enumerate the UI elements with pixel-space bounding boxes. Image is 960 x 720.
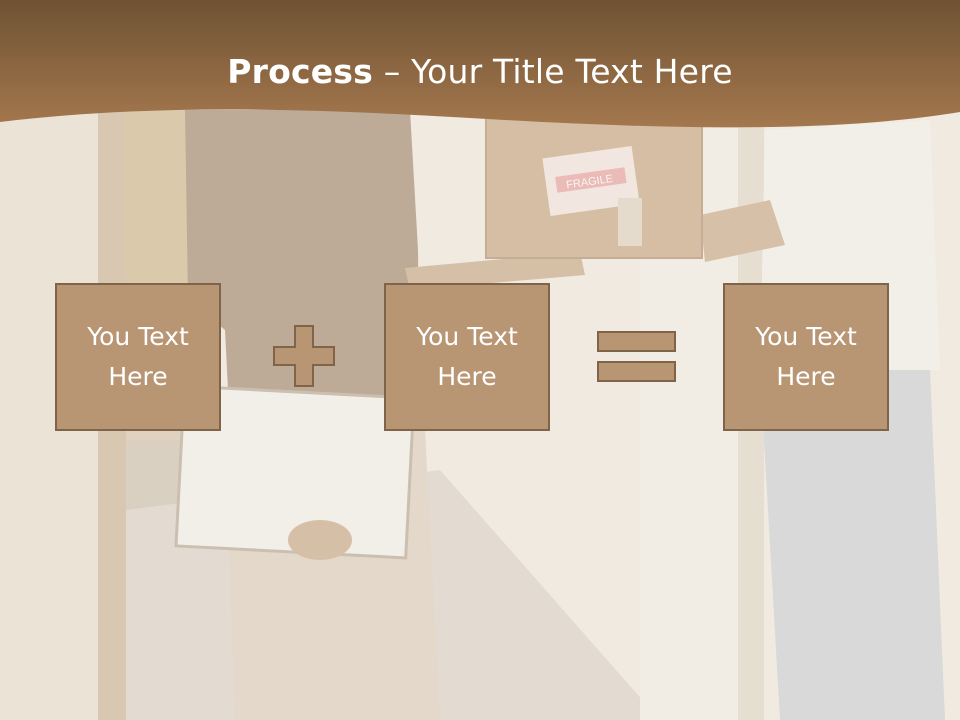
process-box-1[interactable]: You Text Here bbox=[55, 283, 221, 431]
process-box-2[interactable]: You Text Here bbox=[384, 283, 550, 431]
title-bold: Process bbox=[227, 52, 373, 91]
process-box-1-text: You Text Here bbox=[87, 322, 189, 391]
equals-icon bbox=[597, 331, 676, 382]
title-separator: – bbox=[373, 52, 412, 91]
process-box-2-text: You Text Here bbox=[416, 322, 518, 391]
title-banner bbox=[0, 0, 960, 128]
plus-icon bbox=[273, 325, 335, 387]
process-box-3-text: You Text Here bbox=[755, 322, 857, 391]
process-box-3[interactable]: You Text Here bbox=[723, 283, 889, 431]
title-text: Your Title Text Here bbox=[411, 52, 733, 91]
page-title: Process – Your Title Text Here bbox=[0, 52, 960, 91]
